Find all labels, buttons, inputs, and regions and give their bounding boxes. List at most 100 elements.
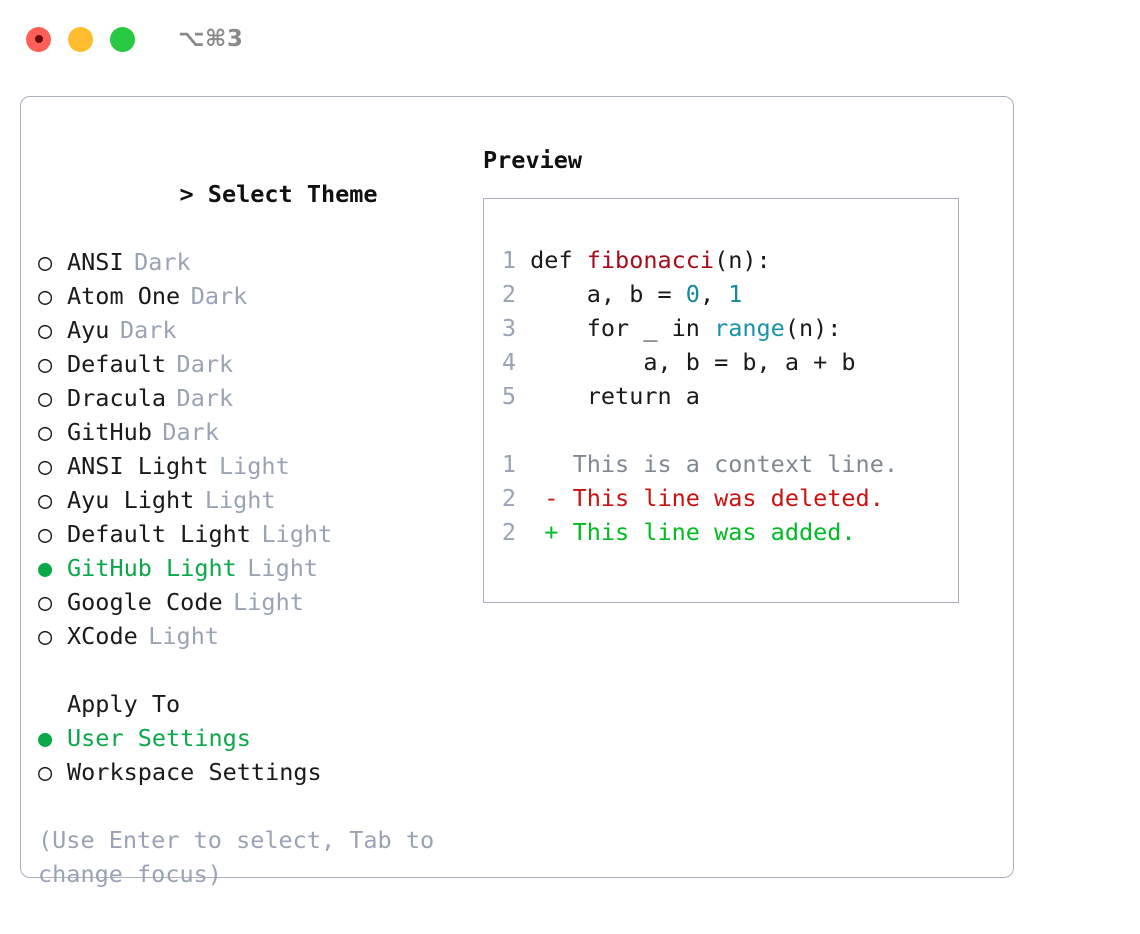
code-token-kw: for _ in — [586, 314, 715, 342]
theme-option-label: Default — [67, 350, 167, 378]
code-line: 5 return a — [498, 379, 958, 413]
radio-unselected-icon: ○ — [38, 418, 53, 446]
diff-marker: - — [516, 484, 573, 512]
theme-option-ansi-light[interactable]: ○ ANSI Light Light — [38, 449, 469, 483]
theme-option-label: Google Code — [67, 588, 223, 616]
code-line: 3 for _ in range(n): — [498, 311, 958, 345]
radio-unselected-icon: ○ — [38, 248, 53, 276]
theme-option-label: Dracula — [67, 384, 167, 412]
minimize-button-icon[interactable] — [68, 26, 93, 52]
radio-unselected-icon: ○ — [38, 520, 53, 548]
code-token-kw: a, b = — [586, 280, 686, 308]
apply-to-option-user-settings[interactable]: ● User Settings — [38, 721, 469, 755]
code-token-fnname: fibonacci — [586, 246, 715, 274]
theme-option-dracula[interactable]: ○ Dracula Dark — [38, 381, 469, 415]
code-token-kw: return a — [586, 382, 700, 410]
diff-line-number: 2 — [501, 518, 516, 546]
theme-option-variant: Light — [204, 486, 276, 514]
diff-text: This line was added. — [572, 518, 856, 546]
code-line-number: 1 — [501, 246, 516, 274]
preview-column: Preview 1 def fibonacci(n):2 a, b = 0, 1… — [469, 143, 1013, 891]
theme-option-label: Ayu — [67, 316, 110, 344]
maximize-button-icon[interactable] — [110, 26, 135, 52]
apply-to-list: ● User Settings ○ Workspace Settings — [38, 721, 469, 789]
theme-option-variant: Light — [261, 520, 333, 548]
theme-option-variant: Light — [148, 622, 219, 650]
diff-line-ctx: 1 This is a context line. — [498, 447, 958, 481]
theme-option-label: Ayu Light — [67, 486, 195, 514]
diff-marker — [516, 450, 573, 478]
traffic-light-group — [26, 26, 135, 52]
theme-option-default[interactable]: ○ Default Dark — [38, 347, 469, 381]
apply-to-option-label: Workspace Settings — [67, 758, 322, 786]
theme-option-github[interactable]: ○ GitHub Dark — [38, 415, 469, 449]
select-theme-header: > Select Theme — [38, 143, 469, 245]
code-line: 2 a, b = 0, 1 — [498, 277, 958, 311]
diff-sample: 1 This is a context line.2 - This line w… — [498, 447, 958, 549]
apply-to-option-workspace-settings[interactable]: ○ Workspace Settings — [38, 755, 469, 789]
code-token-num: 0 — [685, 280, 700, 308]
code-diff-separator — [498, 413, 958, 447]
theme-option-label: XCode — [67, 622, 138, 650]
radio-selected-icon: ● — [38, 554, 53, 582]
radio-unselected-icon: ○ — [38, 350, 53, 378]
title-bar: ⌥⌘3 — [0, 0, 1140, 78]
radio-unselected-icon: ○ — [38, 588, 53, 616]
code-token-kw: , — [699, 280, 729, 308]
theme-option-label: Default Light — [67, 520, 251, 548]
theme-option-variant: Dark — [176, 384, 234, 412]
code-line-number: 2 — [501, 280, 516, 308]
diff-text: This line was deleted. — [572, 484, 884, 512]
code-line: 1 def fibonacci(n): — [498, 243, 958, 277]
radio-selected-icon: ● — [38, 724, 53, 752]
theme-option-variant: Dark — [119, 316, 177, 344]
select-theme-header-label: Select Theme — [207, 180, 378, 208]
code-token-kw: (n): — [714, 246, 771, 274]
code-line-number: 3 — [501, 314, 516, 342]
theme-option-google-code[interactable]: ○ Google Code Light — [38, 585, 469, 619]
theme-option-label: Atom One — [67, 282, 181, 310]
radio-unselected-icon: ○ — [38, 452, 53, 480]
theme-option-ayu-light[interactable]: ○ Ayu Light Light — [38, 483, 469, 517]
radio-unselected-icon: ○ — [38, 282, 53, 310]
theme-option-variant: Dark — [176, 350, 234, 378]
radio-unselected-icon: ○ — [38, 384, 53, 412]
apply-to-option-label: User Settings — [67, 724, 251, 752]
radio-unselected-icon: ○ — [38, 316, 53, 344]
close-button-icon[interactable] — [26, 26, 51, 52]
diff-marker: + — [516, 518, 573, 546]
caret-prompt-icon: > — [179, 180, 194, 208]
theme-option-label: GitHub — [67, 418, 152, 446]
code-line-number: 5 — [501, 382, 516, 410]
list-spacer — [38, 653, 469, 687]
theme-option-variant: Light — [247, 554, 319, 582]
diff-line-number: 2 — [501, 484, 516, 512]
theme-option-default-light[interactable]: ○ Default Light Light — [38, 517, 469, 551]
theme-option-label: ANSI Light — [67, 452, 209, 480]
apply-to-header: Apply To — [67, 690, 181, 718]
radio-unselected-icon: ○ — [38, 758, 53, 786]
diff-line-del: 2 - This line was deleted. — [498, 481, 958, 515]
code-token-builtin: range — [714, 314, 785, 342]
theme-option-variant: Light — [218, 452, 290, 480]
radio-unselected-icon: ○ — [38, 486, 53, 514]
diff-text: This is a context line. — [572, 450, 899, 478]
keyboard-hint: (Use Enter to select, Tab to change focu… — [38, 826, 435, 888]
code-line-number: 4 — [501, 348, 516, 376]
diff-line-number: 1 — [501, 450, 516, 478]
theme-option-ayu[interactable]: ○ Ayu Dark — [38, 313, 469, 347]
window-title: ⌥⌘3 — [178, 26, 244, 52]
theme-option-variant: Light — [233, 588, 304, 616]
theme-option-variant: Dark — [162, 418, 219, 446]
